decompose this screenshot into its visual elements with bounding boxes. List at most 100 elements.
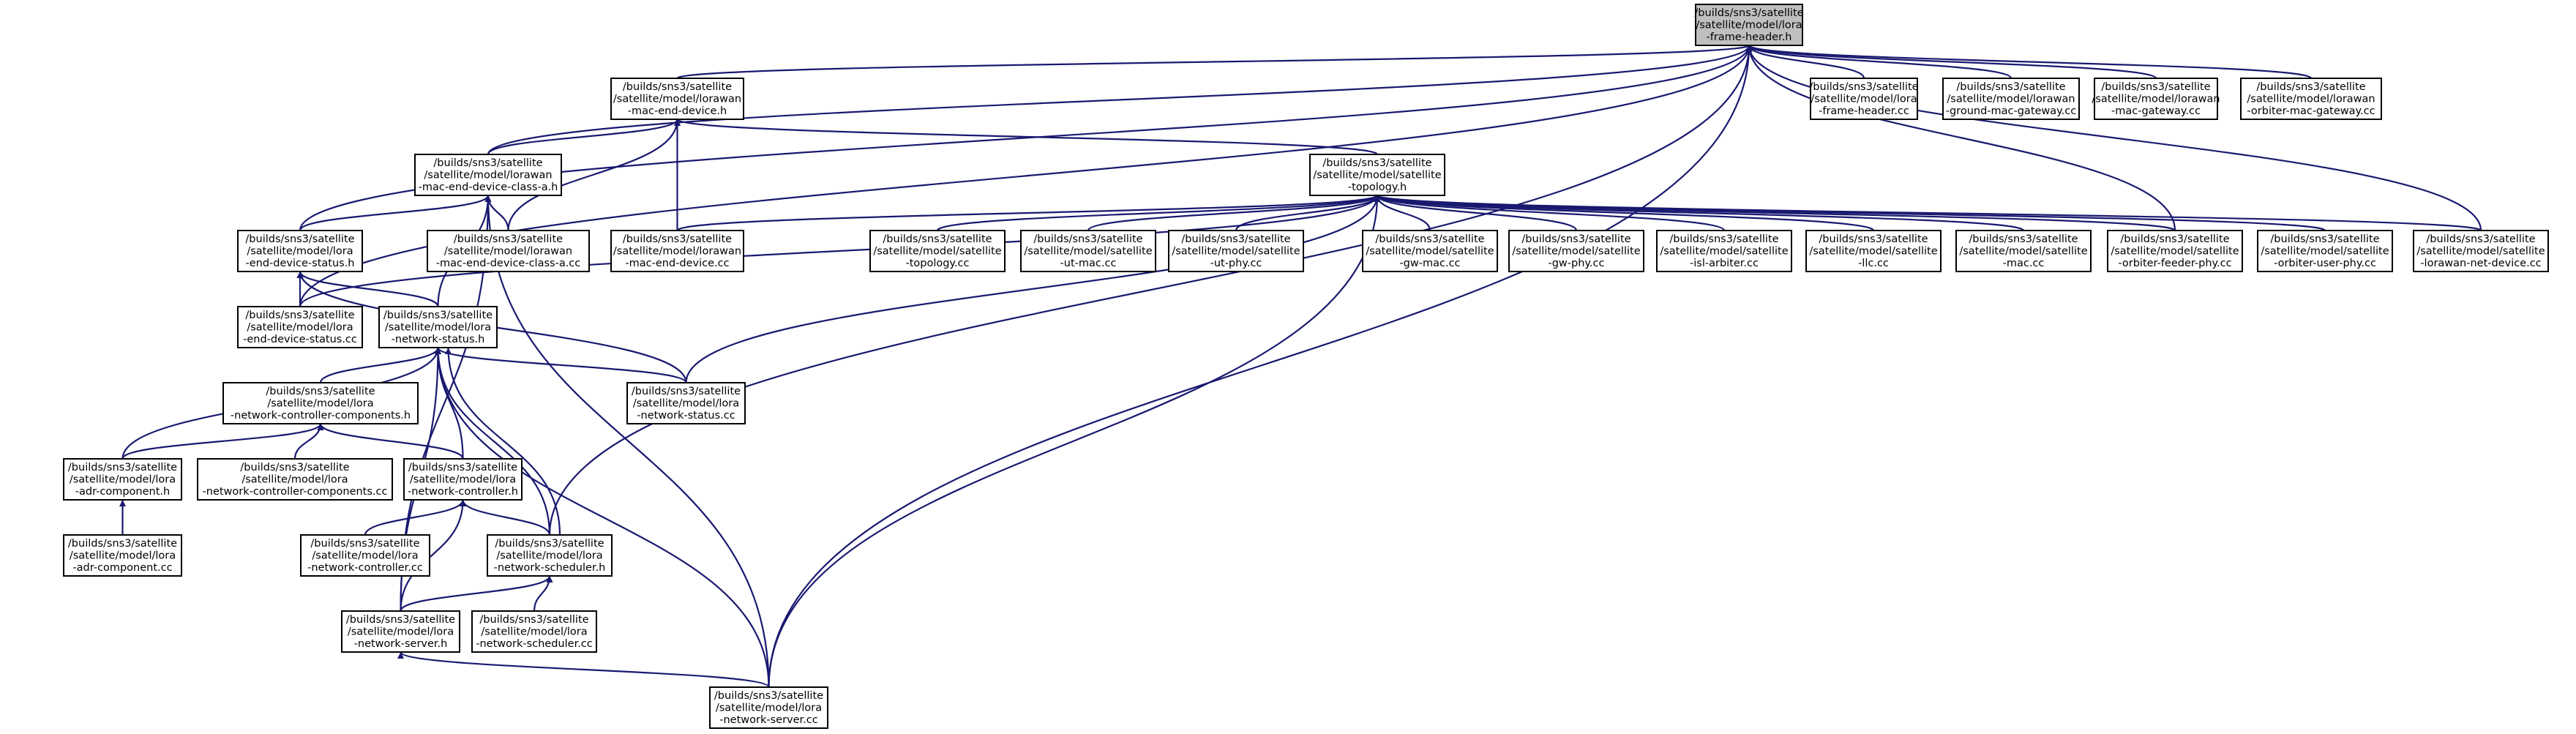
node-lorawan-net-device-cc[interactable]: /builds/sns3/satellite/satellite/model/s… (2413, 230, 2549, 272)
edge-arrow (1374, 194, 2176, 232)
node-mac-gateway-cc[interactable]: /builds/sns3/satellite/satellite/model/l… (2092, 78, 2220, 120)
node-label-line: -network-controller-components.h (231, 410, 411, 422)
node-label-line: /builds/sns3/satellite (310, 538, 419, 550)
node-label-line: -mac-end-device.h (628, 105, 727, 117)
node-label-line: -ground-mac-gateway.cc (1946, 105, 2077, 117)
node-mac-end-device-h[interactable]: /builds/sns3/satellite/satellite/model/l… (610, 78, 744, 120)
node-label-line: /satellite/model/lorawan (1947, 93, 2075, 105)
node-label-line: /satellite/model/satellite (1024, 245, 1152, 257)
node-label-line: /satellite/model/satellite (1366, 245, 1494, 257)
node-gw-mac-cc[interactable]: /builds/sns3/satellite/satellite/model/s… (1362, 230, 1498, 272)
node-box (63, 534, 182, 577)
edge-mac_end_device_class_a_cc-to-mac_end_device_class_a_h (484, 195, 509, 231)
node-orbiter-user-phy-cc[interactable]: /builds/sns3/satellite/satellite/model/s… (2257, 230, 2393, 272)
node-label-line: -mac.cc (2003, 258, 2045, 269)
node-gw-phy-cc[interactable]: /builds/sns3/satellite/satellite/model/s… (1508, 230, 1644, 272)
node-label-line: /satellite/model/satellite (2261, 245, 2389, 257)
node-network-controller-components-cc[interactable]: /builds/sns3/satellite/satellite/model/l… (197, 458, 393, 501)
node-label-line: -network-controller-components.cc (203, 486, 388, 498)
node-network-controller-h[interactable]: /builds/sns3/satellite/satellite/model/l… (403, 458, 523, 501)
node-box (1508, 230, 1644, 272)
edge-arrow (1745, 44, 2313, 80)
node-network-scheduler-h[interactable]: /builds/sns3/satellite/satellite/model/l… (487, 534, 613, 577)
node-label-line: /builds/sns3/satellite (68, 538, 177, 550)
node-network-status-h[interactable]: /builds/sns3/satellite/satellite/model/l… (378, 306, 498, 348)
node-network-scheduler-cc[interactable]: /builds/sns3/satellite/satellite/model/l… (471, 610, 597, 653)
edge-arrow (1374, 194, 1726, 232)
node-box (1810, 78, 1918, 120)
node-label-line: -ut-mac.cc (1060, 258, 1117, 269)
node-box (610, 78, 744, 120)
node-end-device-status-h[interactable]: /builds/sns3/satellite/satellite/model/l… (237, 230, 363, 272)
node-box (237, 230, 363, 272)
node-label-line: /builds/sns3/satellite (623, 233, 732, 245)
node-label-line: -network-controller.cc (307, 562, 423, 574)
node-frame-header-cc[interactable]: /builds/sns3/satellite/satellite/model/l… (1809, 78, 1919, 120)
node-ut-phy-cc[interactable]: /builds/sns3/satellite/satellite/model/s… (1168, 230, 1304, 272)
edge-arrow (768, 45, 1753, 688)
node-network-controller-components-h[interactable]: /builds/sns3/satellite/satellite/model/l… (222, 382, 419, 424)
node-label-line: /builds/sns3/satellite (408, 462, 517, 473)
node-orbiter-feeder-phy-cc[interactable]: /builds/sns3/satellite/satellite/model/s… (2107, 230, 2243, 272)
node-network-server-h[interactable]: /builds/sns3/satellite/satellite/model/l… (341, 610, 460, 653)
node-mac-cc[interactable]: /builds/sns3/satellite/satellite/model/s… (1955, 230, 2092, 272)
node-label-line: /builds/sns3/satellite (266, 386, 375, 397)
node-topology-cc[interactable]: /builds/sns3/satellite/satellite/model/s… (869, 230, 1006, 272)
node-label-line: /builds/sns3/satellite (1181, 233, 1290, 245)
node-label-line: -mac-end-device-class-a.cc (436, 258, 581, 269)
node-llc-cc[interactable]: /builds/sns3/satellite/satellite/model/s… (1805, 230, 1942, 272)
edge-network_controller_h-to-network_controller_components_h (317, 423, 464, 460)
node-ut-mac-cc[interactable]: /builds/sns3/satellite/satellite/model/s… (1020, 230, 1156, 272)
edge-arrow (435, 347, 464, 460)
node-label-line: -mac-gateway.cc (2111, 105, 2201, 117)
node-end-device-status-cc[interactable]: /builds/sns3/satellite/satellite/model/l… (237, 306, 363, 348)
node-adr-component-cc[interactable]: /builds/sns3/satellite/satellite/model/l… (63, 534, 182, 577)
edge-arrow (685, 195, 1381, 383)
edge-arrow (299, 195, 1381, 307)
edge-topology_h-to-mac_end_device_h (674, 118, 1379, 156)
node-box (2257, 230, 2393, 272)
edge-lorawan_net_device_cc-to-topology_h (1374, 194, 2482, 232)
edge-arrow (400, 575, 553, 612)
node-label-line: /builds/sns3/satellite (1521, 233, 1630, 245)
edge-arrow (435, 347, 551, 536)
node-ground-mac-gateway-cc[interactable]: /builds/sns3/satellite/satellite/model/l… (1942, 78, 2080, 120)
node-box (427, 230, 590, 272)
node-label-line: -topology.cc (905, 258, 969, 269)
node-label-line: -gw-mac.cc (1399, 258, 1460, 269)
node-isl-arbiter-cc[interactable]: /builds/sns3/satellite/satellite/model/s… (1656, 230, 1792, 272)
edge-network_server_h-to-network_controller_h (400, 499, 466, 612)
node-label-line: -adr-component.cc (72, 562, 172, 574)
edge-lorawan_net_device_cc-to-frame_header_h (1745, 45, 2482, 231)
node-label-line: /builds/sns3/satellite (2101, 81, 2210, 93)
edge-arrow (1745, 45, 2482, 231)
node-mac-end-device-class-a-cc[interactable]: /builds/sns3/satellite/satellite/model/l… (427, 230, 590, 272)
edge-arrow (487, 119, 681, 155)
node-box (1955, 230, 2092, 272)
edge-gw_phy_cc-to-topology_h (1374, 195, 1578, 231)
node-network-status-cc[interactable]: /builds/sns3/satellite/satellite/model/l… (626, 382, 746, 424)
edge-network_controller_h-to-network_status_h (435, 347, 464, 460)
node-label-line: -adr-component.h (75, 486, 170, 498)
node-frame-header-h[interactable]: /builds/sns3/satellite/satellite/model/l… (1694, 4, 1804, 46)
edge-arrow (445, 347, 561, 536)
node-box (626, 382, 746, 424)
node-box (222, 382, 419, 424)
node-box (63, 458, 182, 501)
edge-orbiter_feeder_phy_cc-to-frame_header_h (1745, 45, 2176, 231)
edge-ground_mac_gateway_cc-to-frame_header_h (1745, 44, 2012, 80)
edge-arrow (317, 423, 464, 460)
node-network-controller-cc[interactable]: /builds/sns3/satellite/satellite/model/l… (300, 534, 430, 577)
node-network-server-cc[interactable]: /builds/sns3/satellite/satellite/model/l… (709, 686, 828, 729)
edge-network_server_cc-to-network_status_h (435, 347, 770, 688)
node-label-line: -network-status.cc (637, 410, 735, 422)
node-topology-h[interactable]: /builds/sns3/satellite/satellite/model/s… (1309, 154, 1445, 196)
node-adr-component-h[interactable]: /builds/sns3/satellite/satellite/model/l… (63, 458, 182, 501)
node-label-line: /satellite/model/lora (1811, 93, 1917, 105)
node-label-line: -network-scheduler.h (494, 562, 606, 574)
node-mac-end-device-cc[interactable]: /builds/sns3/satellite/satellite/model/l… (610, 230, 744, 272)
edge-arrow (676, 194, 1381, 232)
node-orbiter-mac-gateway-cc[interactable]: /builds/sns3/satellite/satellite/model/l… (2240, 78, 2382, 120)
edge-arrow (1374, 195, 1578, 231)
node-mac-end-device-class-a-h[interactable]: /builds/sns3/satellite/satellite/model/l… (414, 154, 562, 196)
